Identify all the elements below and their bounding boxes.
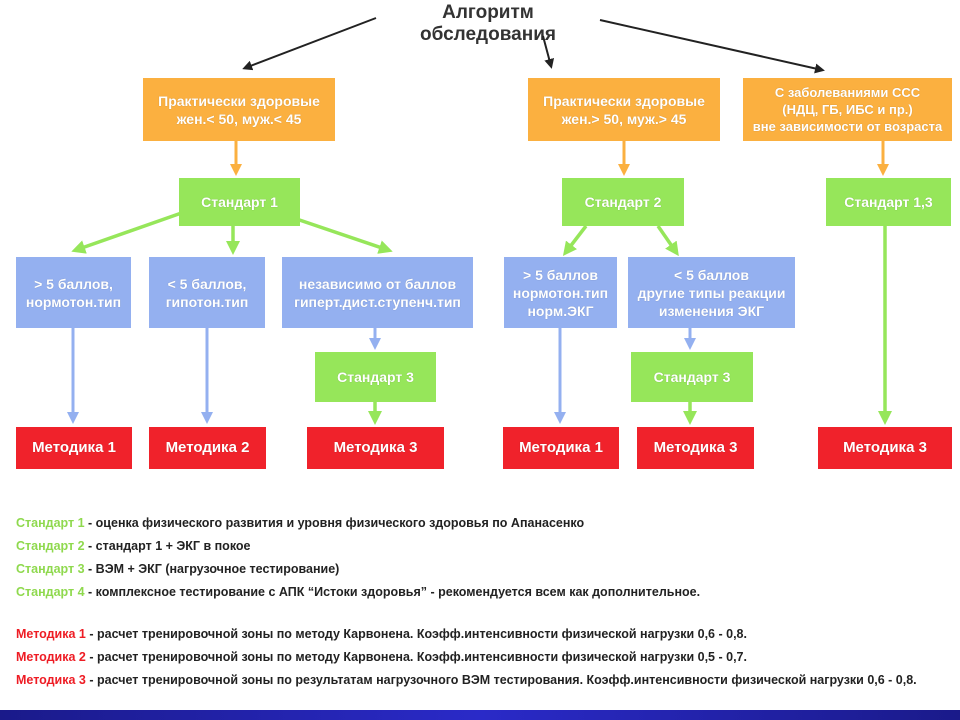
condition-4-line3: норм.ЭКГ <box>527 302 594 319</box>
legend-standard-4-text: - комплексное тестирование с АПК “Истоки… <box>84 585 701 599</box>
legend-standard-4-key: Стандарт 4 <box>16 585 85 599</box>
condition-3-line2: гиперт.дист.ступенч.тип <box>294 293 461 310</box>
condition-4: > 5 баллов нормотон.тип норм.ЭКГ <box>504 257 617 328</box>
legend-method-3-text: - расчет тренировочной зоны по результат… <box>85 673 917 687</box>
group-healthy-young-line1: Практически здоровые <box>158 92 320 109</box>
condition-5-line3: изменения ЭКГ <box>658 302 765 319</box>
standard-3-left: Стандарт 3 <box>315 352 436 402</box>
condition-1-line1: > 5 баллов, <box>34 275 113 292</box>
group-healthy-young-line2: жен.< 50, муж.< 45 <box>176 110 302 127</box>
legend-standard-2: Стандарт 2 - стандарт 1 + ЭКГ в покое <box>16 539 251 553</box>
method-1-right: Методика 1 <box>503 427 619 469</box>
standard-1-3: Стандарт 1,3 <box>826 178 951 226</box>
standard-1: Стандарт 1 <box>179 178 300 226</box>
group-healthy-old-line1: Практически здоровые <box>543 92 705 109</box>
footer-bar <box>0 710 960 720</box>
legend-standard-4: Стандарт 4 - комплексное тестирование с … <box>16 585 700 599</box>
arrow-s1-c1 <box>71 208 191 254</box>
condition-4-line2: нормотон.тип <box>512 284 609 301</box>
method-3-right: Методика 3 <box>818 427 952 469</box>
group-cvd-line3: вне зависимости от возраста <box>752 119 943 134</box>
arrow-title-middle <box>542 35 555 69</box>
method-1-left: Методика 1 <box>16 427 132 469</box>
legend-method-2-text: - расчет тренировочной зоны по методу Ка… <box>85 650 747 664</box>
legend-method-1-key: Методика 1 <box>16 627 86 641</box>
condition-1-line2: нормотон.тип <box>25 293 122 310</box>
method-3-middle: Методика 3 <box>637 427 754 469</box>
condition-1: > 5 баллов, нормотон.тип <box>16 257 131 328</box>
legend-standard-1-key: Стандарт 1 <box>16 516 85 530</box>
legend-standard-2-text: - стандарт 1 + ЭКГ в покое <box>84 539 251 553</box>
diagram-title: Алгоритм обследования <box>420 2 556 45</box>
condition-5-line1: < 5 баллов <box>674 266 749 283</box>
condition-5-line2: другие типы реакции <box>637 284 786 301</box>
group-cvd-line2: (НДЦ, ГБ, ИБС и пр.) <box>782 102 913 117</box>
legend-method-1: Методика 1 - расчет тренировочной зоны п… <box>16 627 747 641</box>
arrow-s2-c4 <box>562 224 588 256</box>
method-3-left: Методика 3 <box>307 427 444 469</box>
legend-method-2-key: Методика 2 <box>16 650 86 664</box>
group-healthy-young: Практически здоровые жен.< 50, муж.< 45 <box>143 78 335 141</box>
arrow-title-right <box>599 19 825 74</box>
method-2: Методика 2 <box>149 427 266 469</box>
legend-method-3: Методика 3 - расчет тренировочной зоны п… <box>16 673 917 687</box>
arrow-s2-c5 <box>656 225 679 257</box>
legend-standard-3: Стандарт 3 - ВЭМ + ЭКГ (нагрузочное тест… <box>16 562 339 576</box>
legend-standard-1: Стандарт 1 - оценка физического развития… <box>16 516 584 530</box>
standard-2: Стандарт 2 <box>562 178 684 226</box>
group-cvd-line1: С заболеваниями ССС <box>774 85 921 100</box>
condition-5: < 5 баллов другие типы реакции изменения… <box>628 257 795 328</box>
legend-standard-3-key: Стандарт 3 <box>16 562 85 576</box>
condition-3-line1: независимо от баллов <box>298 275 457 292</box>
legend-method-2: Методика 2 - расчет тренировочной зоны п… <box>16 650 747 664</box>
legend-standard-1-text: - оценка физического развития и уровня ф… <box>84 516 585 530</box>
group-healthy-old-line2: жен.> 50, муж.> 45 <box>561 110 687 127</box>
legend-standard-2-key: Стандарт 2 <box>16 539 85 553</box>
condition-2: < 5 баллов, гипотон.тип <box>149 257 265 328</box>
group-healthy-old: Практически здоровые жен.> 50, муж.> 45 <box>528 78 720 141</box>
standard-3-right: Стандарт 3 <box>631 352 753 402</box>
legend-method-3-key: Методика 3 <box>16 673 86 687</box>
legend-method-1-text: - расчет тренировочной зоны по методу Ка… <box>85 627 747 641</box>
condition-2-line1: < 5 баллов, <box>167 275 247 292</box>
group-cvd: С заболеваниями ССС (НДЦ, ГБ, ИБС и пр.)… <box>743 78 952 141</box>
arrow-title-left <box>242 17 377 71</box>
legend-standard-3-text: - ВЭМ + ЭКГ (нагрузочное тестирование) <box>84 562 340 576</box>
condition-4-line1: > 5 баллов <box>523 266 598 283</box>
condition-3: независимо от баллов гиперт.дист.ступенч… <box>282 257 473 328</box>
condition-2-line2: гипотон.тип <box>165 293 249 310</box>
